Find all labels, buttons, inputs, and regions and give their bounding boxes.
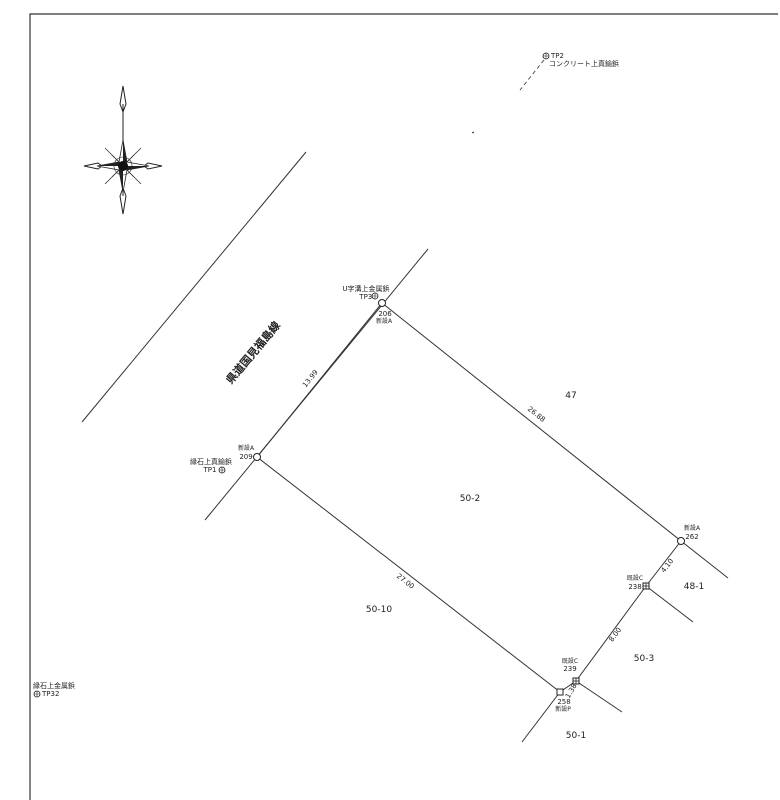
point-206-marker xyxy=(378,299,386,307)
traverse-point-icon xyxy=(33,690,41,698)
dot-mark xyxy=(471,131,475,134)
point-239-number: 239 xyxy=(563,665,576,673)
parcel-label-50-3: 50-3 xyxy=(634,654,654,664)
point-239-marker xyxy=(572,677,580,685)
left-boundary-extended xyxy=(204,248,429,521)
point-206-tp: TP35 xyxy=(358,293,376,301)
parcel-label-50-1: 50-1 xyxy=(566,731,586,741)
point-206-type: 新設A xyxy=(376,317,393,325)
parcel-label-50-2: 50-2 xyxy=(460,494,480,504)
extension-line-239 xyxy=(575,680,623,713)
parcel-label-47: 47 xyxy=(565,391,576,401)
edge-length-right-upper: 4.10 xyxy=(659,557,675,574)
point-262-type: 新設A xyxy=(684,524,701,532)
tp2-traverse-line xyxy=(519,59,545,91)
point-209-type: 新設A xyxy=(238,444,255,452)
point-209-marker xyxy=(253,453,261,461)
traverse-point-icon xyxy=(542,52,550,60)
tp2-name: TP2 xyxy=(550,52,564,60)
traverse-point-icon xyxy=(218,466,226,474)
extension-line-238 xyxy=(645,585,694,623)
tp32-name: TP32 xyxy=(41,690,59,698)
point-258-type: 新設P xyxy=(555,705,571,713)
edge-length-top: 26.88 xyxy=(526,405,547,424)
drawing-frame xyxy=(29,13,778,800)
point-239-type: 既設C xyxy=(562,657,578,665)
edge-length-right-middle: 8.00 xyxy=(608,626,624,643)
point-206-mark: U字溝上金属鋲 xyxy=(342,284,389,293)
road-edge-line xyxy=(81,151,307,423)
point-258-marker xyxy=(556,688,564,696)
north-arrow-icon xyxy=(83,85,163,215)
parcel-label-48-1: 48-1 xyxy=(684,582,704,592)
edge-length-left: 13.99 xyxy=(301,368,320,389)
extension-line-258 xyxy=(521,691,561,743)
point-238-type: 既設C xyxy=(627,574,643,582)
point-209-number: 209 xyxy=(239,453,252,461)
point-238-number: 238 xyxy=(628,583,641,591)
point-258-number: 258 xyxy=(557,698,570,706)
point-238-marker xyxy=(642,582,650,590)
road-name: 県道国見福島線 xyxy=(223,318,283,386)
tp32-mark: 縁石上金属鋲 xyxy=(33,681,75,690)
point-206-number: 206 xyxy=(378,310,392,318)
point-209-mark: 縁石上真鍮鋲 xyxy=(190,457,232,466)
edge-length-bottom: 27.00 xyxy=(395,572,416,591)
tp2-mark: コンクリート上真鍮鋲 xyxy=(549,59,619,68)
point-262-marker xyxy=(677,537,685,545)
extension-line-262 xyxy=(680,540,729,579)
parcel-label-50-10: 50-10 xyxy=(366,605,392,615)
point-262-number: 262 xyxy=(685,533,698,541)
point-209-tp: TP1 xyxy=(203,466,217,474)
traverse-point-icon xyxy=(371,292,379,300)
